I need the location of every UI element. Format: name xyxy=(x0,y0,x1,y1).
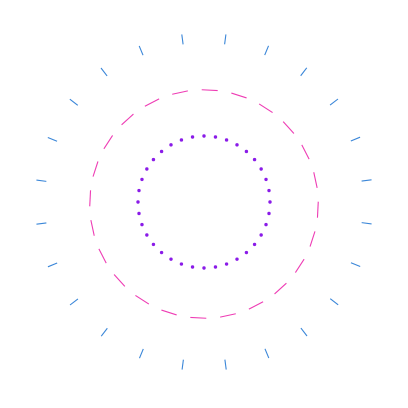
middle-dash xyxy=(89,190,92,207)
inner-dot xyxy=(145,233,149,237)
outer-tick xyxy=(329,98,339,106)
outer-tick xyxy=(138,45,144,56)
middle-dash xyxy=(294,258,305,273)
inner-dot xyxy=(267,211,271,216)
inner-dot xyxy=(244,250,249,255)
middle-dash xyxy=(313,172,318,188)
inner-dot xyxy=(213,135,218,139)
inner-dot xyxy=(169,257,173,261)
inner-dot xyxy=(213,265,218,269)
middle-dash xyxy=(103,135,114,150)
middle-dash xyxy=(135,294,150,305)
inner-dot xyxy=(179,138,184,142)
inner-dot xyxy=(179,262,184,266)
inner-dot xyxy=(151,157,156,162)
inner-dot xyxy=(136,200,140,204)
outer-tick xyxy=(329,298,339,306)
middle-dash xyxy=(309,231,316,247)
outer-tick xyxy=(264,348,270,359)
inner-dot xyxy=(159,250,164,255)
outer-tick xyxy=(224,359,227,370)
outer-tick xyxy=(264,45,270,56)
inner-dot xyxy=(235,257,239,261)
outer-tick xyxy=(361,222,372,225)
middle-dash xyxy=(92,161,99,177)
inner-dot xyxy=(224,138,229,142)
inner-dot xyxy=(140,222,144,227)
inner-dot xyxy=(235,143,239,147)
outer-tick xyxy=(350,136,361,142)
outer-tick xyxy=(100,67,108,77)
middle-dash xyxy=(231,92,247,99)
inner-dot xyxy=(151,242,156,247)
middle-dash xyxy=(98,248,107,264)
outer-tick xyxy=(224,34,227,45)
inner-dot-ring xyxy=(136,134,272,270)
inner-dot xyxy=(264,222,268,227)
middle-dash xyxy=(113,274,126,287)
inner-dot xyxy=(137,188,141,193)
inner-dot xyxy=(190,265,195,269)
middle-dash xyxy=(144,98,160,107)
middle-dash xyxy=(274,282,287,295)
middle-dash xyxy=(90,220,95,236)
middle-dash xyxy=(161,309,177,316)
outer-tick xyxy=(138,348,144,359)
outer-tick xyxy=(47,262,58,268)
middle-dash xyxy=(301,144,310,160)
middle-dash xyxy=(316,201,319,218)
inner-dot xyxy=(244,149,249,154)
inner-dot xyxy=(202,266,206,270)
middle-dash xyxy=(248,301,264,310)
inner-dot xyxy=(145,167,149,171)
outer-tick xyxy=(47,136,58,142)
inner-dot xyxy=(268,200,272,204)
inner-dot xyxy=(264,177,268,182)
inner-dot xyxy=(159,149,164,154)
outer-tick xyxy=(300,67,308,77)
outer-tick xyxy=(361,179,372,182)
middle-dash-ring xyxy=(89,89,319,319)
inner-dot xyxy=(252,242,257,247)
outer-tick xyxy=(100,327,108,337)
outer-tick xyxy=(350,262,361,268)
inner-dot xyxy=(137,211,141,216)
inner-dot xyxy=(252,157,257,162)
inner-dot xyxy=(169,143,173,147)
inner-dot xyxy=(259,233,263,237)
middle-dash xyxy=(220,313,236,318)
outer-tick xyxy=(300,327,308,337)
outer-tick-ring xyxy=(36,34,372,370)
middle-dash xyxy=(190,316,207,319)
inner-dot xyxy=(190,135,195,139)
inner-dot xyxy=(259,167,263,171)
outer-tick xyxy=(181,359,184,370)
inner-dot xyxy=(267,188,271,193)
middle-dash xyxy=(201,89,218,92)
outer-tick xyxy=(69,298,79,306)
outer-tick xyxy=(181,34,184,45)
inner-dot xyxy=(202,134,206,138)
inner-dot xyxy=(140,177,144,182)
middle-dash xyxy=(121,113,134,126)
middle-dash xyxy=(282,121,295,134)
inner-dot xyxy=(224,262,229,266)
middle-dash xyxy=(172,90,188,95)
middle-dash xyxy=(258,103,273,114)
outer-tick xyxy=(69,98,79,106)
outer-tick xyxy=(36,222,47,225)
outer-tick xyxy=(36,179,47,182)
